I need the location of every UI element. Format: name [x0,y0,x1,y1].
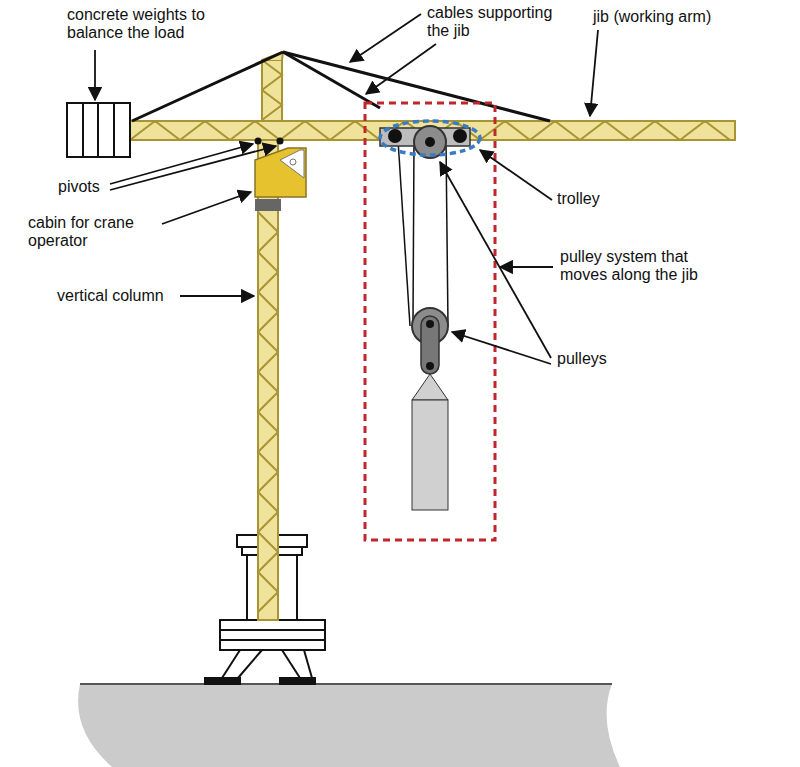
counterweight [67,103,130,157]
part-label: cabin for crane operator [28,214,158,251]
trolley-outline [380,121,480,155]
lower-pulley [412,308,448,374]
part-label: cables supporting the jib [427,4,577,41]
part-label: vertical column [57,287,187,305]
pulley-system-outline [365,103,495,540]
ground [78,684,620,767]
support-cables [132,52,550,121]
cabin [255,148,306,211]
part-label: trolley [557,190,647,208]
ground-line [80,683,612,685]
pivot-dot [255,138,262,145]
pivot-dot [277,138,284,145]
hoist-cables [398,140,448,326]
leader-arrows [95,14,598,364]
part-label: pulleys [557,350,647,368]
part-label: pivots [58,178,118,196]
load [412,374,448,510]
part-label: concrete weights to balance the load [67,6,217,43]
part-label: pulley system that moves along the jib [560,248,720,285]
part-label: jib (working arm) [593,8,773,26]
